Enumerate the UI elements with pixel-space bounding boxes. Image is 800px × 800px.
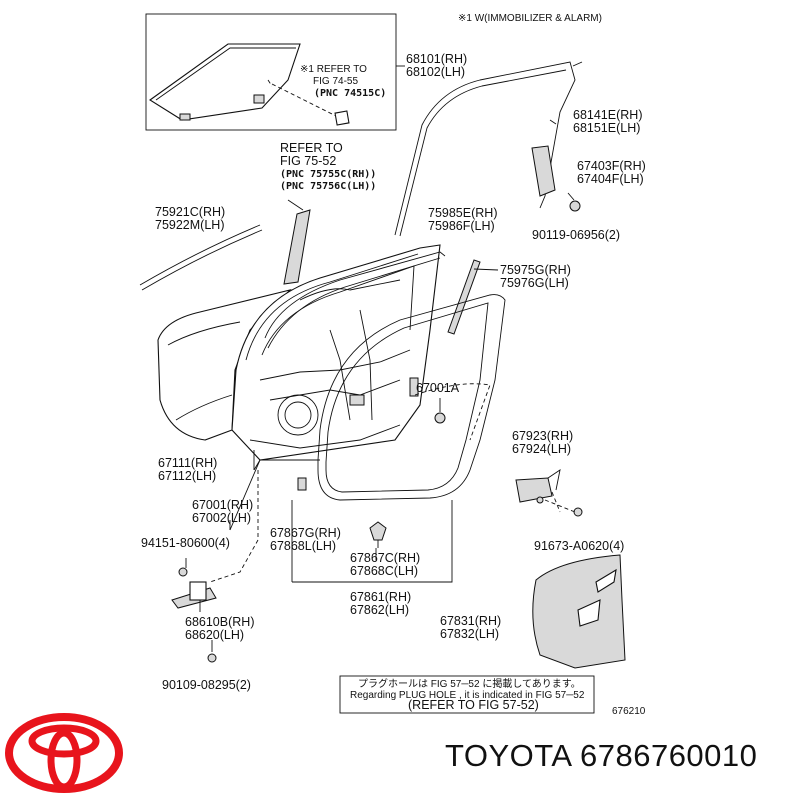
clip-67001A [434, 412, 446, 424]
refer-7552-4: (PNC 75756C(LH)) [280, 181, 376, 192]
label-75975: 75975G(RH) [500, 263, 571, 277]
label-67867G: 67867G(RH) [270, 526, 341, 540]
label-68151: 68151E(LH) [573, 121, 640, 135]
clip-67867C [369, 521, 387, 541]
inset-ref-2: FIG 74-55 [313, 76, 358, 87]
bracket-67923 [515, 477, 553, 503]
label-94151: 94151-80600(4) [141, 536, 230, 550]
refer-7552-2: FIG 75-52 [280, 154, 336, 168]
part-number-title: TOYOTA 6786760010 [445, 738, 758, 773]
clip-90119 [569, 200, 581, 212]
label-68101: 68101(RH) [406, 52, 467, 66]
label-67112: 67112(LH) [158, 469, 216, 483]
label-90119: 90119-06956(2) [532, 228, 620, 242]
figure-number: 676210 [612, 706, 646, 717]
door-weatherstrip [317, 294, 506, 501]
refer-7552-1: REFER TO [280, 141, 343, 155]
immobilizer-note: ※1 W(IMMOBILIZER & ALARM) [458, 13, 602, 24]
label-75921: 75921C(RH) [155, 205, 225, 219]
inset-ref-3: (PNC 74515C) [314, 88, 386, 99]
label-67403: 67403F(RH) [577, 159, 646, 173]
label-91673: 91673-A0620(4) [534, 539, 624, 553]
garnish-75755 [283, 209, 311, 285]
refer-7552-3: (PNC 75755C(RH)) [280, 169, 376, 180]
toyota-logo [5, 713, 123, 793]
label-68102: 68102(LH) [406, 65, 465, 79]
strip-75975 [447, 259, 481, 335]
label-75976: 75976G(LH) [500, 276, 569, 290]
label-67862: 67862(LH) [350, 603, 409, 617]
label-67924: 67924(LH) [512, 442, 571, 456]
label-67832: 67832(LH) [440, 627, 499, 641]
label-75985: 75985E(RH) [428, 206, 497, 220]
plug-note-en: Regarding PLUG HOLE , it is indicated in… [350, 690, 585, 701]
label-68141: 68141E(RH) [573, 108, 642, 122]
label-75922: 75922M(LH) [155, 218, 224, 232]
label-68620: 68620(LH) [185, 628, 244, 642]
label-67831: 67831(RH) [440, 614, 501, 628]
door-glass-part [149, 43, 301, 121]
door-inner-frame [231, 244, 441, 461]
label-67111: 67111(RH) [158, 456, 217, 470]
label-67867C: 67867C(RH) [350, 551, 420, 565]
label-67861: 67861(RH) [350, 590, 411, 604]
plug-note-jp: プラグホールは FIG 57─52 に掲載してあります。 [358, 677, 581, 690]
label-90109: 90109-08295(2) [162, 678, 251, 692]
label-67001: 67001(RH) [192, 498, 253, 512]
label-67404: 67404F(LH) [577, 172, 644, 186]
weatherstrip-67403 [531, 145, 556, 197]
label-68610: 68610B(RH) [185, 615, 254, 629]
plug-note-ref: (REFER TO FIG 57-52) [408, 698, 539, 712]
glass-inset-box [145, 13, 397, 131]
label-67868C: 67868C(LH) [350, 564, 418, 578]
label-67002: 67002(LH) [192, 511, 251, 525]
plug-hole-note-box [339, 675, 595, 714]
inset-ref-1: ※1 REFER TO [300, 64, 367, 75]
label-67001A: 67001A [416, 381, 460, 395]
label-75986: 75986F(LH) [428, 219, 495, 233]
label-67868L: 67868L(LH) [270, 539, 336, 553]
label-67923: 67923(RH) [512, 429, 573, 443]
